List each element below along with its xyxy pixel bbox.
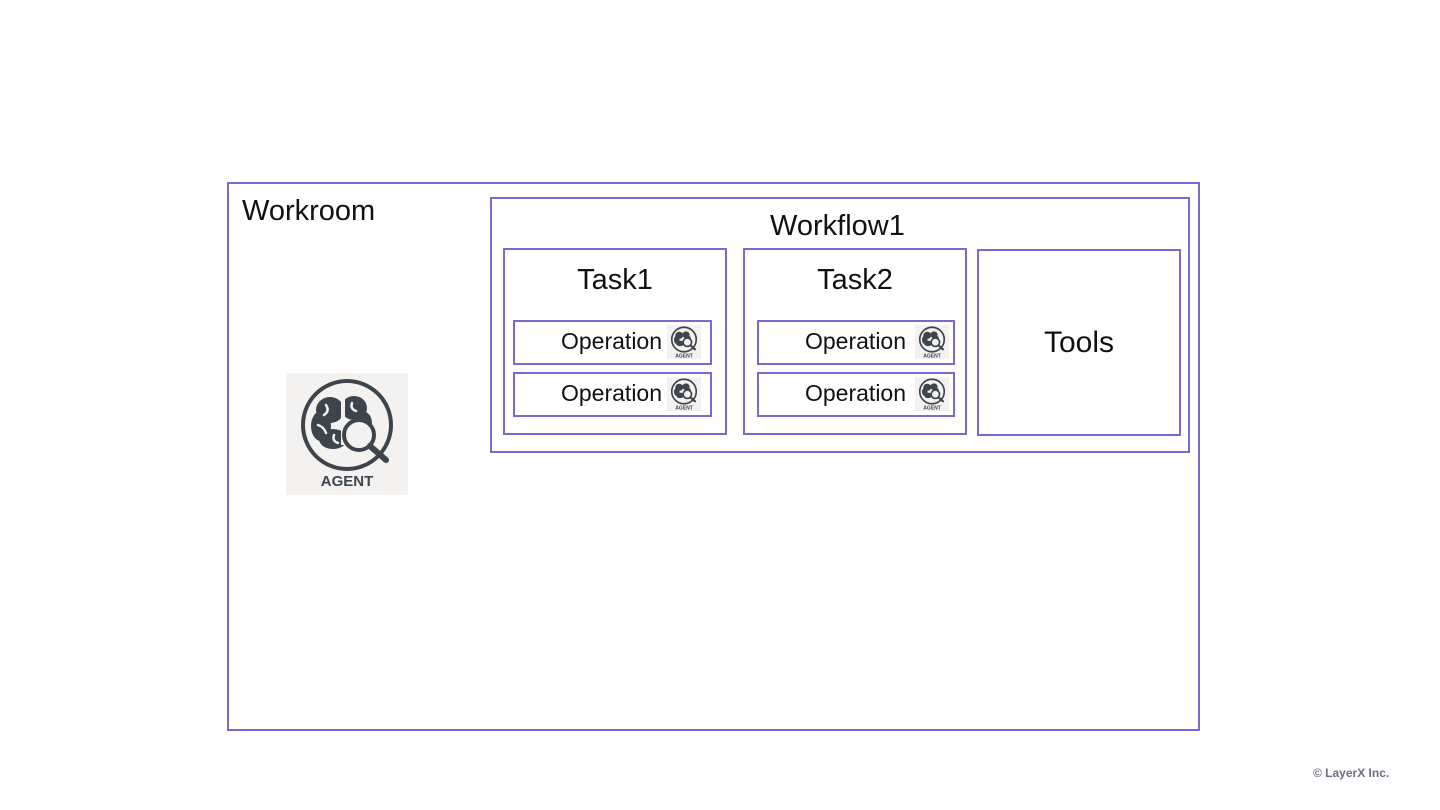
operation-label: Operation <box>805 380 907 406</box>
task-title: Task1 <box>577 264 653 296</box>
operation-label: Operation <box>561 328 663 354</box>
agent-icon: AGENT <box>915 377 949 411</box>
task-title: Task2 <box>817 264 893 296</box>
operation-label: Operation <box>805 328 907 354</box>
workflow-title: Workflow1 <box>770 210 905 242</box>
agent-icon-label: AGENT <box>321 473 374 490</box>
operation-box: Operation AGENT <box>513 320 712 365</box>
task-box: Task2 Operation AGENT Operation AGENT <box>743 248 967 435</box>
agent-icon-label: AGENT <box>675 405 693 411</box>
operation-label: Operation <box>561 380 663 406</box>
tools-label: Tools <box>1043 326 1115 359</box>
agent-icon: AGENT <box>667 377 701 411</box>
workroom-title: Workroom <box>242 195 376 227</box>
agent-icon: AGENT <box>667 325 701 359</box>
agent-icon-label: AGENT <box>923 405 941 411</box>
operation-box: Operation AGENT <box>513 372 712 417</box>
task-box: Task1 Operation AGENT Operation AGENT <box>503 248 727 435</box>
operation-box: Operation AGENT <box>757 320 955 365</box>
agent-icon: AGENT <box>915 325 949 359</box>
copyright-text: © LayerX Inc. <box>1313 766 1390 780</box>
agent-icon-label: AGENT <box>923 353 941 359</box>
operation-box: Operation AGENT <box>757 372 955 417</box>
agent-icon-label: AGENT <box>675 353 693 359</box>
agent-icon: AGENT <box>286 373 408 495</box>
tools-box: Tools <box>977 249 1181 436</box>
